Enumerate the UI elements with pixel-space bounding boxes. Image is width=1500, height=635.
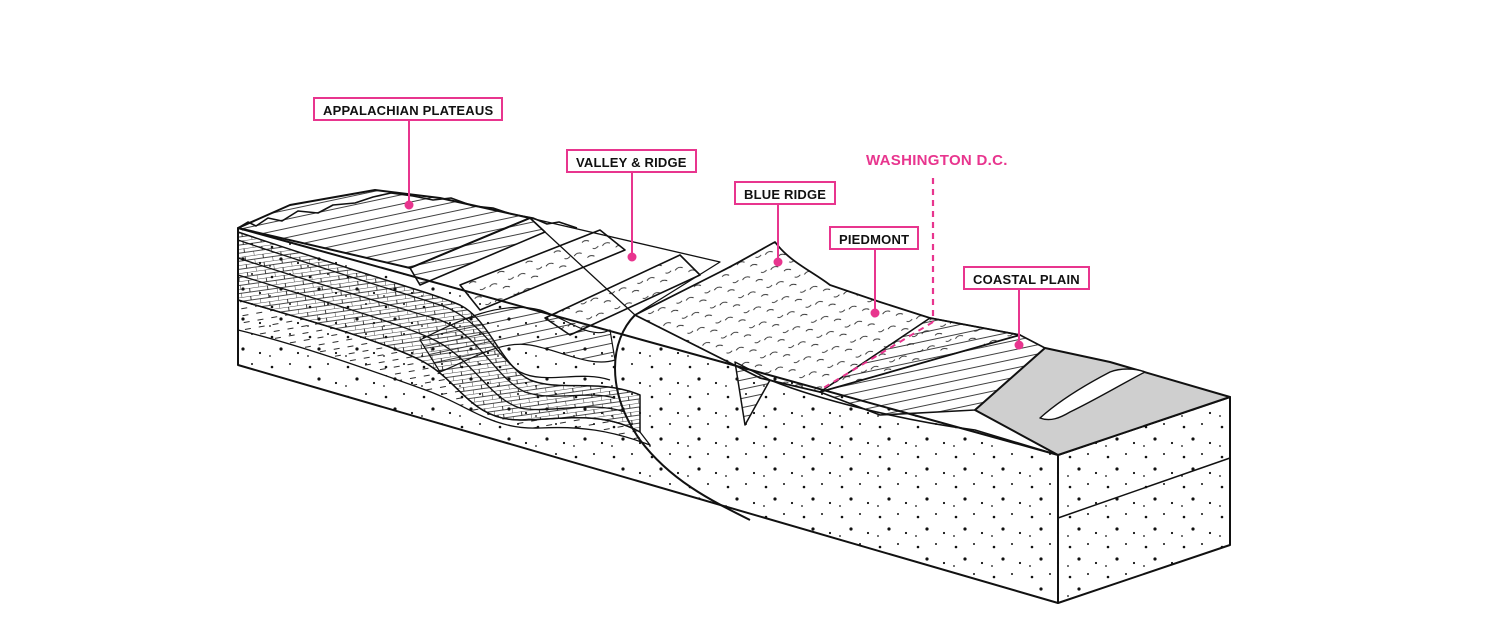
fold-layer-dashes [237,299,651,446]
leader-dot-appalachian [404,200,414,210]
leader-lines [404,121,1024,350]
end-face-layer-line [1057,457,1231,519]
label-coastal-plain: COASTAL PLAIN [963,266,1090,290]
label-appalachian-plateaus: APPALACHIAN PLATEAUS [313,97,504,121]
label-blue-ridge: BLUE RIDGE [734,181,837,205]
leader-dot-valley-ridge [627,252,637,262]
leader-dot-coastal [1014,340,1024,350]
label-piedmont: PIEDMONT [829,226,920,250]
label-washington-dc: WASHINGTON D.C. [866,152,1008,169]
ridge-1 [459,229,626,311]
leader-dot-blue-ridge [773,257,783,267]
leader-dot-piedmont [870,308,880,318]
block-body [237,189,1231,604]
label-valley-ridge: VALLEY & RIDGE [566,149,697,173]
plateau-rough-edge [237,192,578,229]
coastal-plain-surface [974,347,1231,456]
thrust-fault [614,314,751,521]
coastal-plain-inlet [1039,368,1146,421]
